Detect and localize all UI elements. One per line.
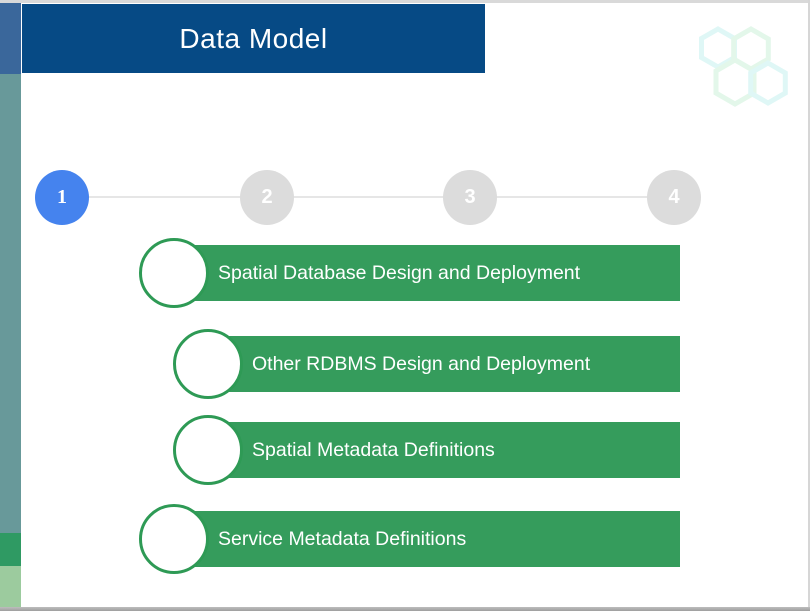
title-banner: Data Model [22, 4, 485, 73]
step-4-number: 4 [668, 186, 680, 208]
stepper-connector-line [62, 196, 674, 198]
right-border [808, 0, 810, 611]
slide-title: Data Model [179, 22, 328, 54]
item-bar: Other RDBMS Design and Deployment [208, 336, 680, 392]
item-label: Service Metadata Definitions [218, 527, 467, 550]
step-3-number: 3 [464, 186, 476, 208]
item-bar: Service Metadata Definitions [174, 511, 680, 567]
step-1-indicator-active: 1 [35, 170, 89, 225]
item-label: Spatial Metadata Definitions [252, 438, 495, 461]
item-bar: Spatial Database Design and Deployment [174, 245, 680, 301]
item-label: Other RDBMS Design and Deployment [252, 352, 591, 375]
bottom-border [0, 607, 810, 611]
item-label: Spatial Database Design and Deployment [218, 261, 581, 284]
sidebar-accent-light-green [0, 566, 21, 607]
hexagon-cluster-icon [699, 26, 788, 107]
item-bullet-circle [173, 415, 243, 485]
item-bullet-circle [139, 238, 209, 308]
step-3-indicator: 3 [443, 170, 497, 225]
step-2-indicator: 2 [240, 170, 294, 225]
step-2-number: 2 [261, 186, 273, 208]
sidebar-accent-green [0, 533, 21, 566]
top-border [0, 0, 810, 3]
item-bar: Spatial Metadata Definitions [208, 422, 680, 478]
step-4-indicator: 4 [647, 170, 701, 225]
item-bullet-circle [173, 329, 243, 399]
sidebar-accent-blue [0, 3, 21, 74]
step-1-number: 1 [57, 186, 67, 208]
item-bullet-circle [139, 504, 209, 574]
sidebar-accent-teal [0, 74, 21, 533]
